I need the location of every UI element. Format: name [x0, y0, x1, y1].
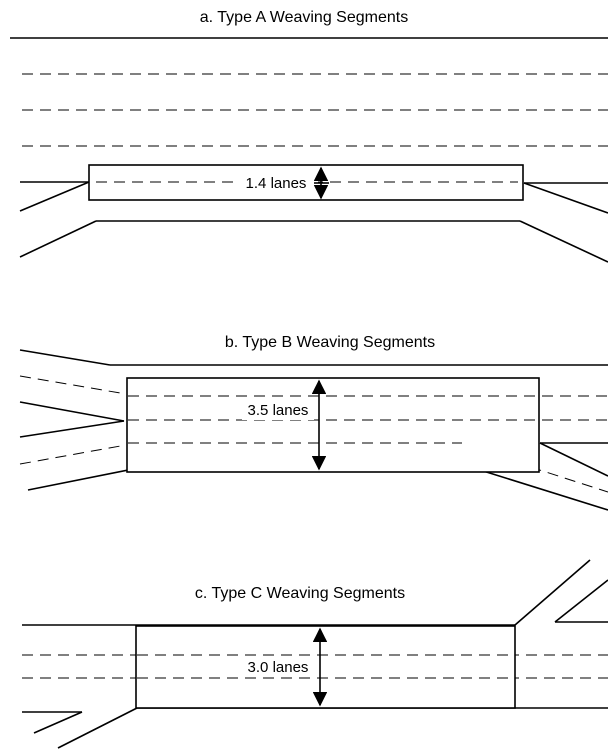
panel-b-approach-lane-line [19, 375, 127, 395]
panel-b: b. Type B Weaving Segments 3.5 lanes [19, 334, 608, 511]
panel-b-ramp-edge [19, 401, 125, 422]
panel-c-on-ramp-edge [57, 707, 138, 749]
panel-a-ramp-edge [19, 220, 97, 258]
panel-a-label-bg [236, 172, 318, 192]
panel-c-lanes-label: 3.0 lanes [248, 659, 309, 676]
panel-a-title: a. Type A Weaving Segments [200, 9, 408, 26]
panel-a-off-ramp-edge [523, 182, 608, 214]
panel-b-ramp-edge [19, 420, 125, 438]
panel-b-lanes-label: 3.5 lanes [248, 402, 309, 419]
panel-c-off-ramp-edge [514, 559, 591, 626]
panel-b-weaving-area [126, 377, 540, 473]
panel-b-approach-edge [27, 469, 129, 491]
panel-b-approach-edge [19, 349, 111, 366]
panel-c-off-ramp-edge [554, 579, 608, 623]
panel-b-off-ramp-edge [539, 442, 608, 477]
panel-c-weaving-area [135, 625, 516, 709]
panel-b-approach-lane-line [19, 444, 127, 465]
panel-a: a. Type A Weaving Segments 1.4 lanes [10, 9, 608, 263]
panel-c: c. Type C Weaving Segments 3.0 lanes [22, 559, 608, 749]
panel-a-off-ramp-edge [519, 220, 608, 263]
panel-c-on-ramp-edge [33, 711, 83, 734]
panel-a-on-ramp-edge [19, 181, 90, 212]
panel-b-title: b. Type B Weaving Segments [225, 334, 435, 351]
panel-a-lanes-label: 1.4 lanes [246, 175, 307, 192]
panel-c-title: c. Type C Weaving Segments [195, 585, 405, 602]
panel-c-label-bg [242, 657, 314, 677]
panel-b-off-ramp-edge [479, 469, 608, 511]
panel-b-label-bg [242, 400, 314, 420]
